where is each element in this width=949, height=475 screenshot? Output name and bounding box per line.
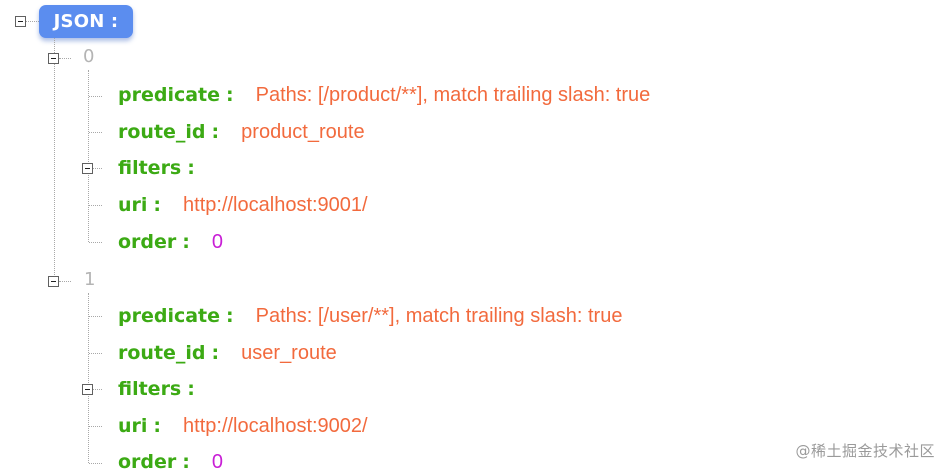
item-1-uri-row[interactable]: uri: http://localhost:9002/ — [118, 414, 368, 438]
item-0-filters-row[interactable]: filters: — [118, 156, 195, 180]
property-key: predicate — [118, 84, 221, 106]
tree-guide — [89, 205, 102, 206]
tree-guide — [89, 353, 102, 354]
item-0-order-row[interactable]: order:0 — [118, 230, 223, 254]
property-key: order — [118, 451, 177, 473]
tree-guide — [89, 463, 102, 464]
filters-collapse-toggle-icon[interactable] — [82, 163, 93, 174]
property-key: filters — [118, 157, 182, 179]
tree-guide — [93, 168, 102, 169]
root-collapse-toggle-icon[interactable] — [15, 16, 26, 27]
tree-guide — [89, 96, 102, 97]
key-separator: : — [226, 305, 234, 327]
item-0-route-id-row[interactable]: route_id: product_route — [118, 120, 365, 144]
key-separator: : — [182, 231, 190, 253]
tree-guide — [93, 389, 102, 390]
item-1-route-id-row[interactable]: route_id: user_route — [118, 341, 337, 365]
item-0-uri-row[interactable]: uri: http://localhost:9001/ — [118, 193, 368, 217]
string-value: Paths: [/user/**], match trailing slash:… — [255, 305, 623, 327]
string-value: product_route — [241, 121, 365, 143]
number-value: 0 — [211, 451, 224, 473]
property-key: route_id — [118, 342, 206, 364]
string-value: Paths: [/product/**], match trailing sla… — [255, 84, 651, 106]
array-index-1: 1 — [84, 269, 96, 290]
key-separator: : — [187, 157, 195, 179]
item-1-order-row[interactable]: order:0 — [118, 450, 223, 474]
tree-guide — [59, 281, 71, 282]
string-value: http://localhost:9002/ — [183, 415, 368, 437]
property-key: uri — [118, 194, 148, 216]
item-1-filters-row[interactable]: filters: — [118, 377, 195, 401]
string-value: user_route — [241, 342, 337, 364]
property-key: uri — [118, 415, 148, 437]
tree-guide — [88, 70, 89, 242]
json-root-badge[interactable]: JSON : — [39, 5, 133, 38]
number-value: 0 — [211, 231, 224, 253]
watermark-text: @稀土掘金技术社区 — [795, 442, 935, 460]
key-separator: : — [187, 378, 195, 400]
key-separator: : — [153, 415, 162, 437]
tree-guide — [88, 293, 89, 463]
property-key: predicate — [118, 305, 221, 327]
key-separator: : — [182, 451, 190, 473]
key-separator: : — [153, 194, 162, 216]
tree-guide — [89, 242, 102, 243]
tree-guide — [89, 426, 102, 427]
tree-guide — [26, 21, 39, 22]
tree-guide — [59, 58, 71, 59]
item-1-collapse-toggle-icon[interactable] — [48, 276, 59, 287]
key-separator: : — [211, 342, 220, 364]
item-1-predicate-row[interactable]: predicate: Paths: [/user/**], match trail… — [118, 304, 622, 328]
tree-guide — [89, 316, 102, 317]
filters-collapse-toggle-icon[interactable] — [82, 384, 93, 395]
tree-guide — [89, 132, 102, 133]
property-key: filters — [118, 378, 182, 400]
property-key: order — [118, 231, 177, 253]
key-separator: : — [226, 84, 234, 106]
item-0-predicate-row[interactable]: predicate: Paths: [/product/**], match tr… — [118, 83, 650, 107]
array-index-0: 0 — [83, 46, 95, 67]
item-0-collapse-toggle-icon[interactable] — [48, 53, 59, 64]
key-separator: : — [211, 121, 220, 143]
string-value: http://localhost:9001/ — [183, 194, 368, 216]
property-key: route_id — [118, 121, 206, 143]
tree-guide — [54, 38, 55, 281]
